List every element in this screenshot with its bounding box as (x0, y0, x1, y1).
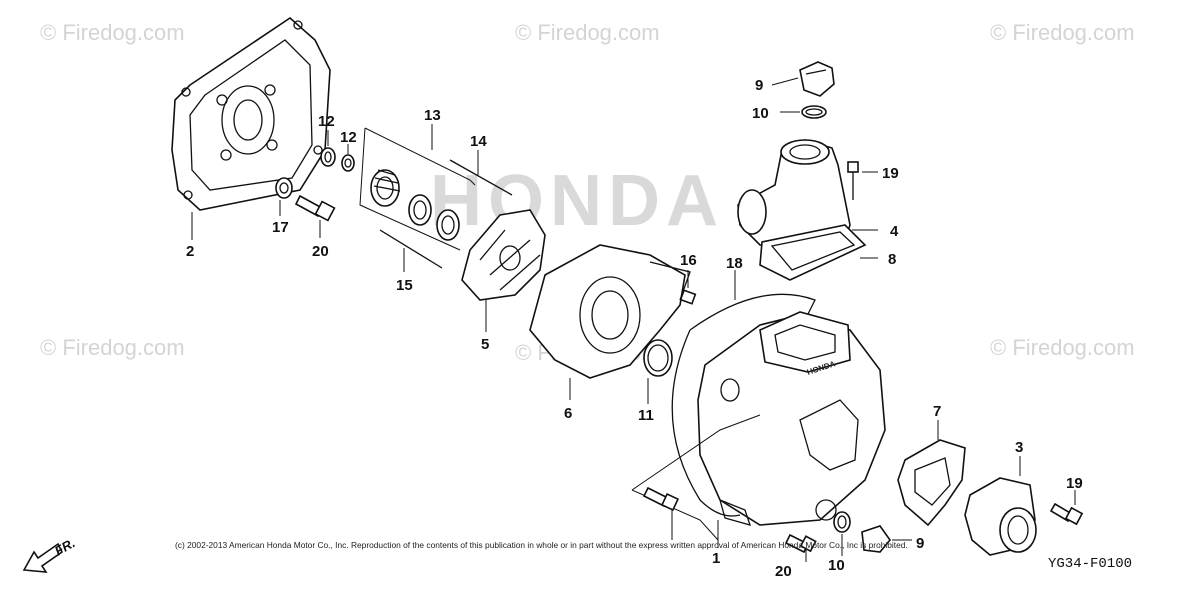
part-6-volute-case (529, 244, 691, 400)
label-part-2: 2 (186, 243, 194, 260)
part-4-8-9-10-19-outlet (737, 61, 878, 281)
part-3-7-inlet (784, 420, 1084, 562)
part-12-17-20-fasteners (275, 130, 355, 238)
label-part-13: 13 (424, 107, 441, 124)
front-direction-arrow-icon (22, 542, 64, 573)
label-part-9b: 9 (916, 535, 924, 552)
label-part-15: 15 (396, 277, 413, 294)
front-direction-marker: FR. (22, 535, 78, 573)
part-16-18-11-seals (643, 270, 816, 517)
label-part-4: 4 (890, 223, 899, 240)
label-part-20a: 20 (312, 243, 329, 260)
label-part-9a: 9 (755, 77, 763, 94)
label-part-14: 14 (470, 133, 487, 150)
part-2-cover-plate (171, 16, 331, 240)
part-number-labels: 2 12 12 13 14 17 20 15 5 6 9 10 19 4 8 1… (186, 77, 1083, 580)
label-part-20b: 20 (775, 563, 792, 580)
label-part-11: 11 (638, 407, 654, 424)
watermark-mid-right: © Firedog.com (990, 335, 1135, 360)
label-part-3: 3 (1015, 439, 1023, 456)
label-part-1: 1 (712, 550, 720, 567)
watermark-mid-left: © Firedog.com (40, 335, 185, 360)
label-part-18: 18 (726, 255, 743, 272)
part-14-15-studs (379, 150, 513, 272)
watermark-top-right: © Firedog.com (990, 20, 1135, 45)
diagram-code: YG34-F0100 (1048, 556, 1132, 572)
label-part-10b: 10 (828, 557, 845, 574)
part-5-impeller (461, 209, 546, 332)
label-part-7: 7 (933, 403, 941, 420)
label-part-10a: 10 (752, 105, 769, 122)
label-part-12a: 12 (318, 113, 335, 130)
label-part-5: 5 (481, 336, 489, 353)
part-1-pump-casing: HONDA (631, 311, 886, 548)
label-part-6: 6 (564, 405, 572, 422)
watermark-top-center: © Firedog.com (515, 20, 660, 45)
label-part-19a: 19 (882, 165, 899, 182)
label-part-8: 8 (888, 251, 896, 268)
label-part-19b: 19 (1066, 475, 1083, 492)
part-13-mechanical-seal (359, 124, 476, 251)
label-part-17: 17 (272, 219, 289, 236)
copyright-notice: (c) 2002-2013 American Honda Motor Co., … (175, 540, 908, 550)
watermark-top-left: © Firedog.com (40, 20, 185, 45)
label-part-16: 16 (680, 252, 697, 269)
label-part-12b: 12 (340, 129, 357, 146)
